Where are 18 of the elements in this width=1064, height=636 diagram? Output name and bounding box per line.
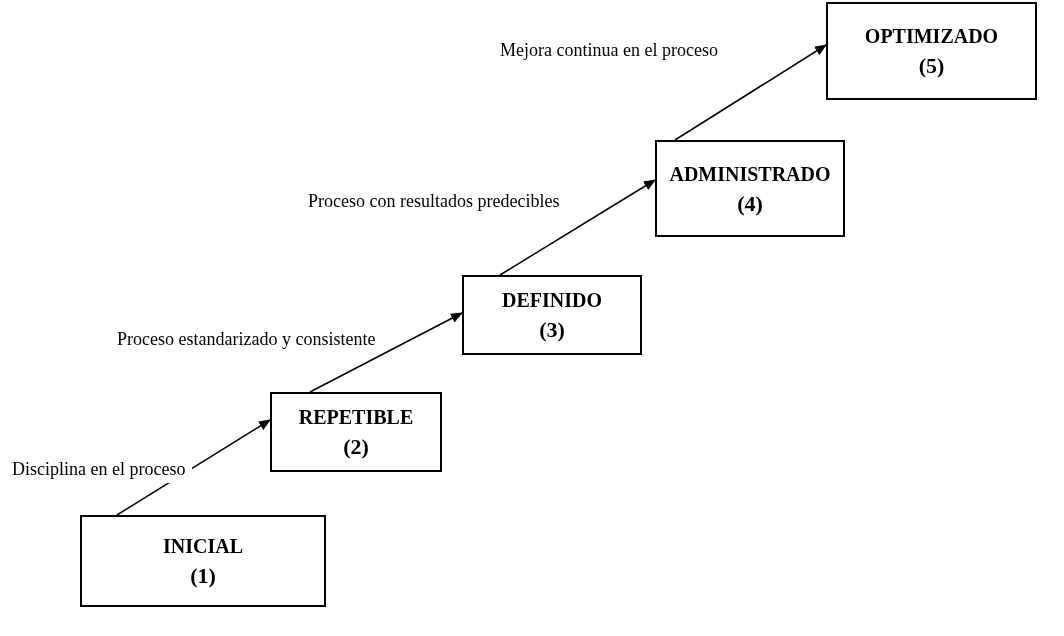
level-number: (1) (190, 562, 216, 590)
level-name: REPETIBLE (298, 405, 414, 430)
level-box (270, 392, 442, 472)
level-number: (2) (343, 433, 369, 461)
level-box (462, 275, 642, 355)
level-name: INICIAL (163, 534, 243, 559)
level-name: OPTIMIZADO (864, 24, 999, 49)
level-name: ADMINISTRADO (669, 161, 831, 187)
arrow (499, 179, 656, 276)
level-number: (3) (539, 316, 565, 344)
level-box (655, 140, 845, 237)
level-name: DEFINIDO (502, 288, 602, 313)
arrow (674, 44, 827, 141)
arrow (309, 312, 463, 393)
level-number: (4) (737, 189, 763, 218)
level-number: (5) (918, 52, 945, 80)
level-box (80, 515, 326, 607)
level-box (826, 2, 1037, 100)
